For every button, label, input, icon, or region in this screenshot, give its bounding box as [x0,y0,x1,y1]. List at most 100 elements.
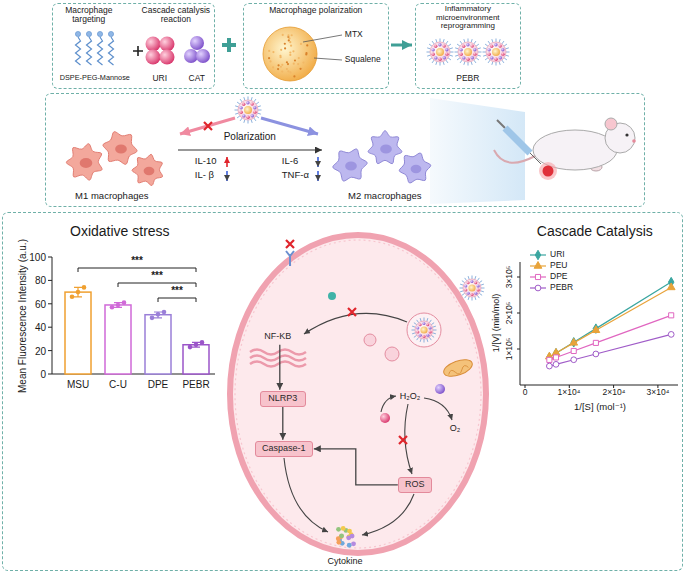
enzyme-dot [466,43,469,46]
mouse-ear [605,118,617,130]
legend-label: DPE [550,272,567,281]
endoplasmic-reticulum [250,362,306,367]
peg-chain [240,118,242,121]
drug-dot [268,57,270,59]
drug-dot [288,37,290,39]
significance-mark: *** [131,255,143,266]
enzyme-dot [246,101,249,104]
enzyme-dot [490,45,493,48]
drug-dot [300,43,302,45]
enzyme-dot [426,334,429,337]
peg-chain [446,41,448,44]
axis-tick: 100 [29,252,46,263]
enzyme-dot [487,53,490,56]
enzyme-dot [246,115,249,118]
cell-label: M1 macrophages [75,191,148,201]
enzyme-dot [429,326,432,329]
inhibit-cross [348,308,356,316]
catalase-sphere [190,36,204,50]
catalase-sphere [184,49,198,63]
drug-dot [282,34,284,36]
mannose-head [108,31,113,36]
peg-chain [427,48,430,49]
enzyme-dot [467,281,470,284]
axis-title: Mean Fluorescence Intensity (a.u.) [17,239,28,393]
peg-chain [460,41,462,44]
mouse-nose [632,139,636,143]
axis-tick-mark [48,350,52,351]
data-point [82,285,87,290]
data-point [200,340,205,345]
drug-dot [289,41,291,43]
nanoparticle [483,39,510,66]
peg-chain [460,288,464,289]
enzyme-dot [467,292,470,295]
data-point [110,305,115,310]
data-point [553,361,559,367]
peg-chain [429,58,432,60]
peg-chain [465,295,467,298]
peg-chain [258,106,261,107]
peg-chain [248,97,249,101]
reaction-arrow [381,396,396,412]
axis-tick-mark [48,257,52,258]
axis-tick: 0 [40,369,46,380]
peg-chain [258,113,261,114]
cytokine-name: IL-6 [282,156,298,166]
uric-acid [328,292,336,300]
enzyme-dot [473,52,476,55]
uricase-sphere [380,413,390,423]
bar [65,292,91,374]
enzyme-dot [498,44,501,47]
lipid-shell [238,100,258,120]
cytokine-dot [350,534,355,539]
catalase-sphere [435,384,445,394]
category-label: PEBR [182,379,209,390]
release-arrow [362,494,414,535]
peg-chain [460,60,462,63]
component-label: URI [152,74,167,83]
drug-dot [297,63,299,65]
component-label: PEBR [456,74,479,83]
axis-tick-mark [517,313,520,314]
cytokine-dot [336,540,341,545]
drug-dot [280,56,282,58]
drug-dot [299,68,301,70]
legend-marker [535,250,540,259]
pathway-box: Caspase-1 [255,441,313,457]
peg-chain [433,333,436,334]
mannose-head [97,31,102,36]
inflamed-paw [543,166,554,177]
cell-membrane [230,235,486,553]
significance-bracket [118,283,196,287]
peg-chain [446,60,448,63]
drug-dot [287,34,289,36]
peg-chain [443,62,444,65]
axis-tick-mark [48,280,52,281]
legend-marker [535,285,541,291]
peg-chain [455,52,459,53]
enzyme-dot [253,110,256,113]
endosome [364,334,376,346]
peg-chain [254,118,256,121]
drug-dot [310,59,312,61]
axis-tick: 40 [35,322,46,333]
syringe-needle [530,153,541,164]
peg-chain [237,102,240,104]
drug-dot [268,50,270,52]
mouse-eye [625,133,628,136]
peg-chain [417,337,419,340]
inhibit-cross [204,122,212,130]
peg-chain [475,276,476,279]
peg-chain [506,48,509,49]
uricase-sphere [146,37,161,52]
peg-chain [465,278,467,281]
enzyme-dot [438,43,441,46]
legend-marker [534,262,542,269]
enzyme-dot [466,57,469,60]
drug-dot [281,64,283,66]
peg-chain [427,339,428,342]
data-point [669,313,674,318]
legend-label: URI [550,250,565,259]
